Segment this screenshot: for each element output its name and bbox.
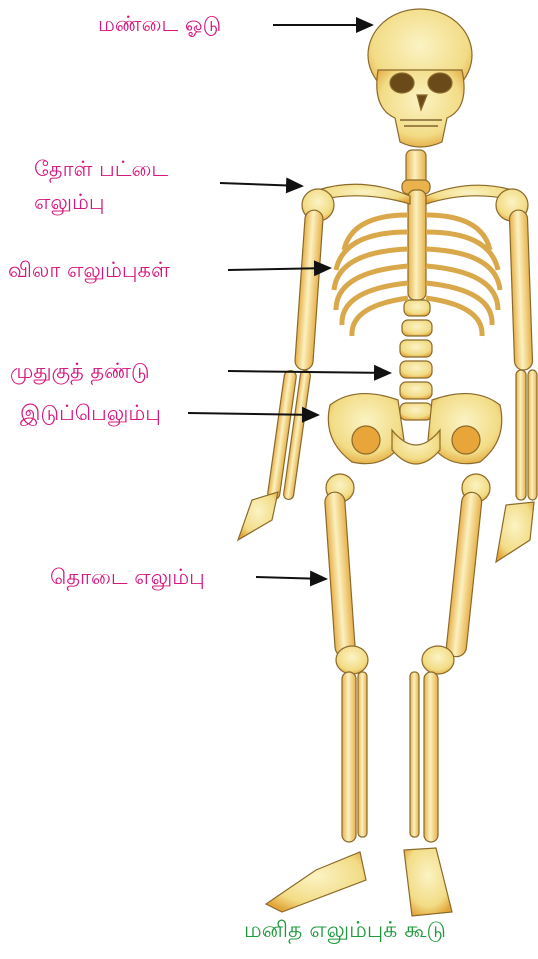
arms bbox=[238, 210, 537, 562]
label-collarbone-line2: எலும்பு bbox=[34, 188, 105, 216]
label-skull: மண்டை ஓடு bbox=[98, 10, 221, 38]
label-spine: முதுகுத் தண்டு bbox=[10, 357, 150, 385]
label-collarbone-line1: தோள் பட்டை bbox=[34, 155, 168, 183]
arrow-femur bbox=[256, 577, 326, 579]
label-ribs: விலா எலும்புகள் bbox=[8, 256, 170, 284]
skeleton bbox=[238, 9, 537, 916]
figure-caption: மனித எலும்புக் கூடு bbox=[244, 918, 446, 946]
arrow-collarbone bbox=[220, 183, 302, 186]
label-hip: இடுப்பெலும்பு bbox=[20, 399, 161, 427]
arrow-spine bbox=[228, 371, 390, 373]
legs bbox=[266, 474, 490, 916]
skull bbox=[368, 9, 472, 147]
label-femur: தொடை எலும்பு bbox=[50, 563, 205, 591]
